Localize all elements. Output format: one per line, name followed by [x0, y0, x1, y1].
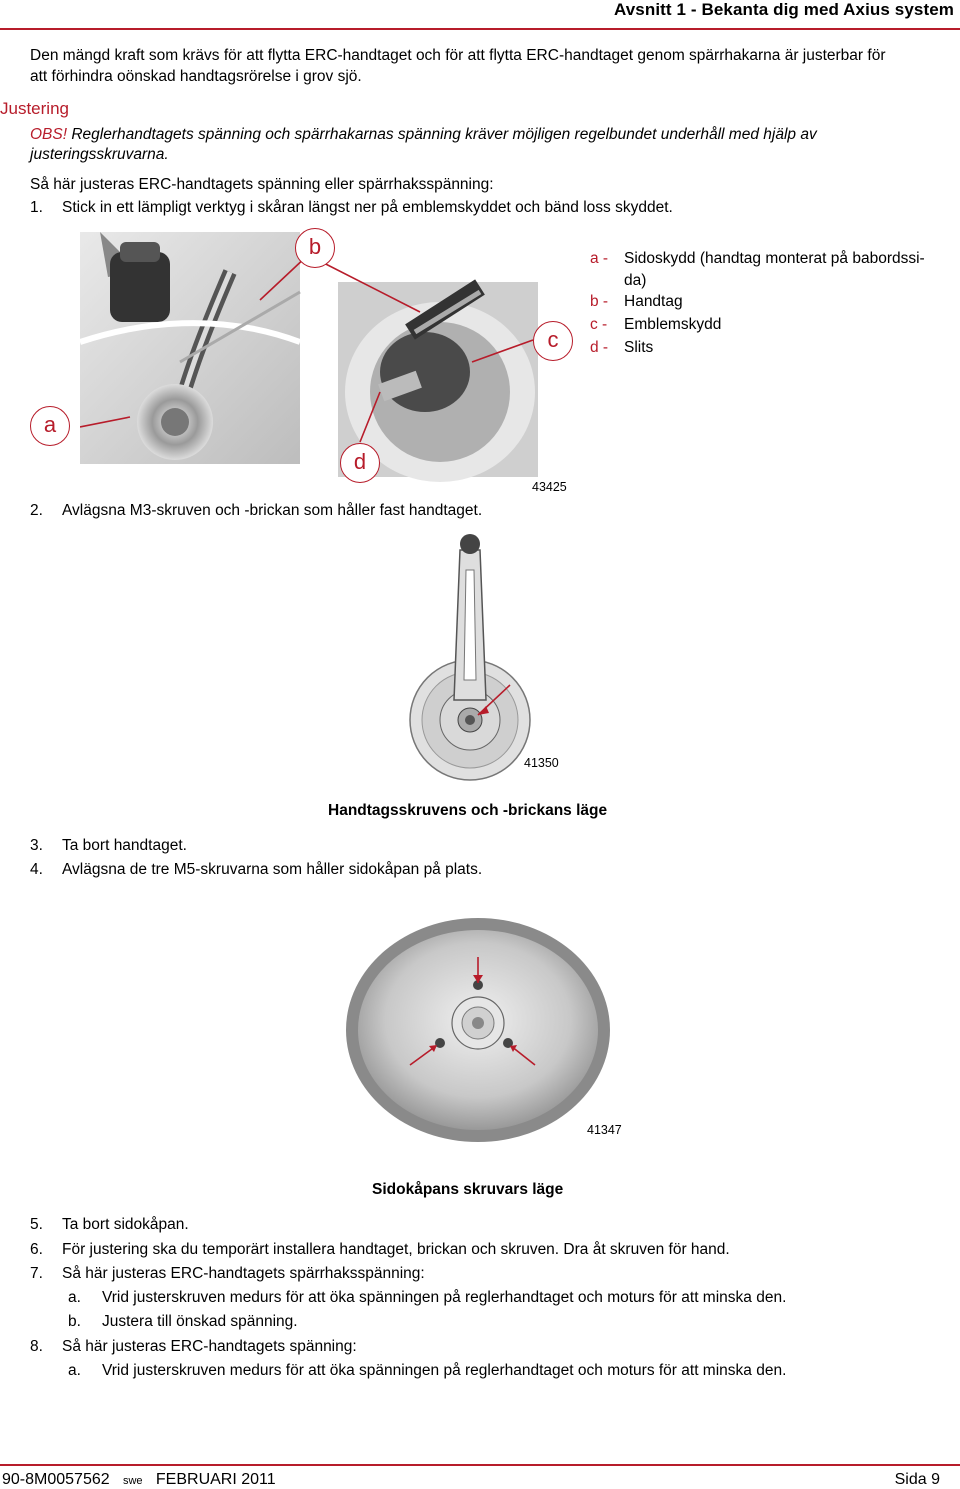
figure-legend: a - Sidoskydd (handtag monterat på babor…: [590, 248, 955, 368]
step-1: 1. Stick in ett lämpligt verktyg i skåra…: [0, 198, 960, 220]
step-text: Så här justeras ERC-handtagets spänning:: [62, 1338, 357, 1355]
step-number: 4.: [30, 861, 43, 878]
legend-value: Sidoskydd (handtag monterat på babordssi…: [624, 250, 925, 289]
note-text-2: justeringsskruvarna.: [30, 146, 169, 163]
substep-number: b.: [68, 1313, 81, 1330]
note: OBS! Reglerhandtagets spänning och spärr…: [30, 125, 930, 165]
legend-key: a -: [590, 250, 609, 267]
note-text-1: Reglerhandtagets spänning och spärrhakar…: [67, 126, 817, 143]
legend-value: Emblemskydd: [624, 316, 722, 333]
figure-1: [79, 232, 580, 492]
step-5: 5. Ta bort sidokåpan.: [0, 1215, 960, 1237]
legend-value: Handtag: [624, 293, 683, 310]
language-code: swe: [122, 1475, 143, 1487]
step-2: 2. Avlägsna M3-skruven och -brickan som …: [0, 501, 960, 523]
step-number: 1.: [30, 199, 43, 216]
substep-text: Vrid justerskruven medurs för att öka sp…: [102, 1362, 787, 1379]
step-number: 6.: [30, 1241, 43, 1258]
step-text: Ta bort handtaget.: [62, 837, 187, 854]
figure-2: [400, 530, 580, 785]
substep-number: a.: [68, 1362, 81, 1379]
step-8a: a. Vrid justerskruven medurs för att öka…: [0, 1361, 960, 1383]
figure-id: 43425: [532, 480, 567, 494]
intro-line-2: att förhindra oönskad handtagsrörelse i …: [30, 68, 362, 85]
header-rule: [0, 28, 960, 30]
legend-item: a - Sidoskydd (handtag monterat på babor…: [590, 248, 955, 292]
figure-3: [345, 915, 625, 1155]
callout-c: c: [533, 321, 573, 361]
substep-text: Justera till önskad spänning.: [102, 1313, 298, 1330]
page-number: Sida 9: [894, 1471, 940, 1488]
callout-a: a: [30, 406, 70, 446]
step-text: För justering ska du temporärt installer…: [62, 1241, 730, 1258]
step-text: Avlägsna M3-skruven och -brickan som hål…: [62, 502, 483, 519]
callout-d: d: [340, 443, 380, 483]
figure-caption: Sidokåpans skruvars läge: [372, 1181, 564, 1198]
figure-caption: Handtagsskruvens och -brickans läge: [328, 802, 608, 819]
note-label: OBS!: [30, 126, 68, 143]
side-cover-screws-drawing: [346, 918, 610, 1142]
substep-text: Vrid justerskruven medurs för att öka sp…: [102, 1289, 787, 1306]
step-number: 5.: [30, 1216, 43, 1233]
step-7: 7. Så här justeras ERC-handtagets spärrh…: [0, 1264, 960, 1286]
callout-b: b: [295, 228, 335, 268]
intro-line-1: Den mängd kraft som krävs för att flytta…: [30, 47, 886, 64]
section-heading: Justering: [0, 99, 69, 118]
erc-handle-photo: [79, 232, 538, 482]
handle-screw-drawing: [409, 534, 531, 781]
step-8: 8. Så här justeras ERC-handtagets spänni…: [0, 1337, 960, 1359]
step-number: 8.: [30, 1338, 43, 1355]
step-number: 7.: [30, 1265, 43, 1282]
step-3: 3. Ta bort handtaget.: [0, 836, 960, 858]
section-title: Avsnitt 1 - Bekanta dig med Axius system: [613, 0, 954, 19]
step-text: Stick in ett lämpligt verktyg i skåran l…: [62, 199, 673, 216]
footer-rule: [0, 1464, 960, 1466]
step-7b: b. Justera till önskad spänning.: [0, 1312, 960, 1334]
step-text: Ta bort sidokåpan.: [62, 1216, 189, 1233]
step-4: 4. Avlägsna de tre M5-skruvarna som håll…: [0, 860, 960, 882]
doc-number: 90-8M0057562: [2, 1471, 110, 1488]
figure-id: 41347: [587, 1123, 622, 1137]
legend-key: c -: [590, 316, 608, 333]
figure-id: 41350: [524, 756, 559, 770]
step-text: Avlägsna de tre M5-skruvarna som håller …: [62, 861, 483, 878]
publication-date: FEBRUARI 2011: [155, 1471, 276, 1488]
step-number: 2.: [30, 502, 43, 519]
footer-left: 90-8M0057562 swe FEBRUARI 2011: [2, 1471, 276, 1489]
step-text: Så här justeras ERC-handtagets spärrhaks…: [62, 1265, 425, 1282]
step-6: 6. För justering ska du temporärt instal…: [0, 1240, 960, 1262]
procedure-intro: Så här justeras ERC-handtagets spänning …: [30, 176, 494, 193]
legend-key: d -: [590, 339, 609, 356]
legend-value: Slits: [624, 339, 654, 356]
substep-number: a.: [68, 1289, 81, 1306]
step-7a: a. Vrid justerskruven medurs för att öka…: [0, 1288, 960, 1310]
step-number: 3.: [30, 837, 43, 854]
legend-key: b -: [590, 293, 609, 310]
